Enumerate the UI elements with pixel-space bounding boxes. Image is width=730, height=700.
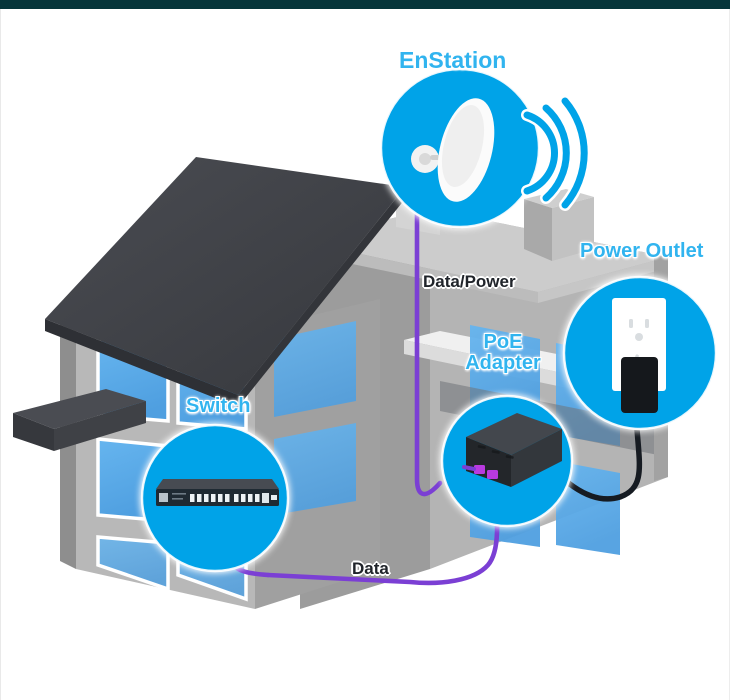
callout-power-outlet[interactable] xyxy=(562,275,718,431)
rack-network-switch-icon xyxy=(156,479,279,506)
wall-outlet-icon xyxy=(612,298,666,413)
callout-switch[interactable] xyxy=(140,423,290,573)
wifi-signal-arcs-icon xyxy=(521,95,591,211)
callout-poe-adapter[interactable] xyxy=(440,394,574,528)
label-poe-adapter-line2: Adapter xyxy=(465,351,541,374)
cable-data-power-purple xyxy=(414,148,443,497)
label-enstation: EnStation xyxy=(399,47,507,73)
poe-injector-icon xyxy=(462,413,562,487)
diagram-stage: EnStation Power Outlet Data/Power PoE Ad… xyxy=(0,9,730,700)
label-poe-adapter-line1: PoE xyxy=(483,331,523,353)
label-switch: Switch xyxy=(186,395,251,417)
top-status-bar xyxy=(0,0,730,9)
satellite-dish-antenna-icon xyxy=(411,98,495,202)
label-power-outlet: Power Outlet xyxy=(580,240,704,262)
label-poe-adapter: PoE Adapter xyxy=(455,332,551,374)
left-edge-line xyxy=(0,9,1,700)
label-data-cable: Data xyxy=(352,559,389,578)
network-diagram-illustration xyxy=(13,67,718,609)
callout-enstation[interactable] xyxy=(379,67,541,229)
label-data-power-cable: Data/Power xyxy=(423,272,516,291)
